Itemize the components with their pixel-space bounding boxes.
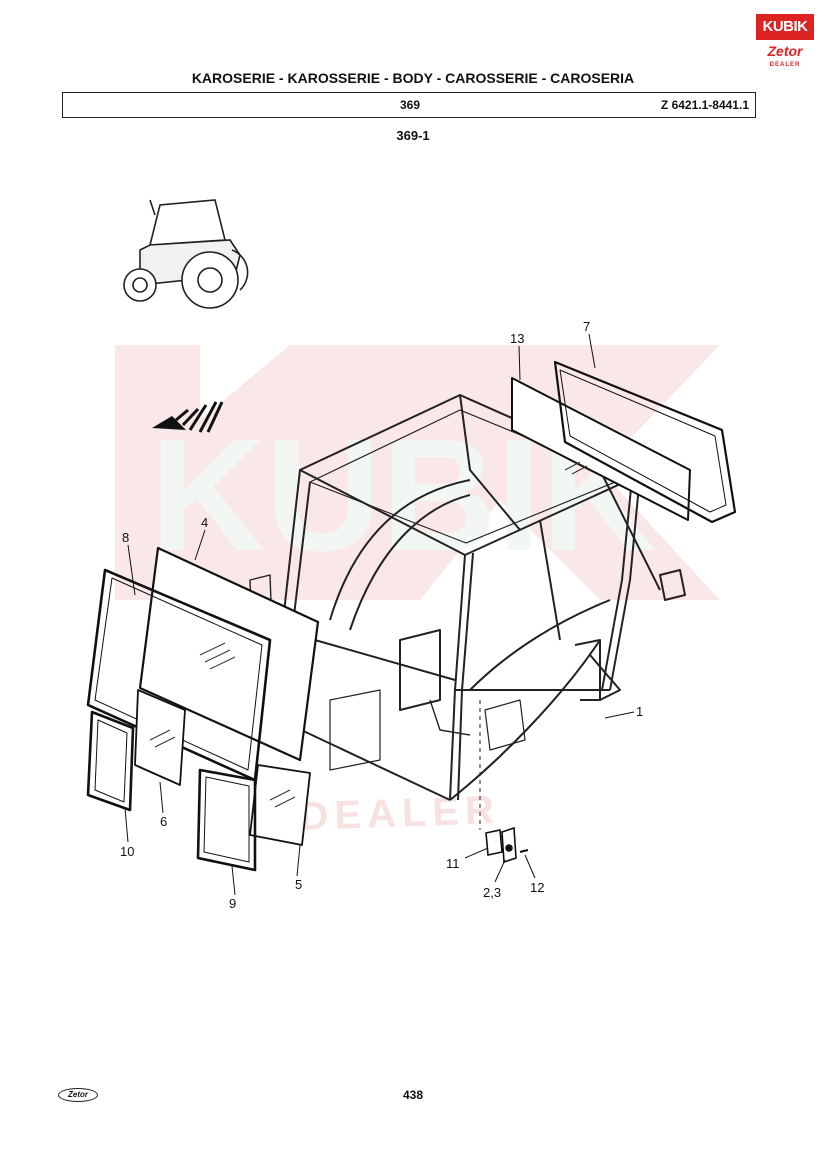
dealer-logo: KUBIK Zetor DEALER: [756, 14, 814, 68]
callout-9: 9: [229, 896, 236, 911]
part-11-hinge-plate: [485, 829, 503, 856]
part-9-door-seal: [196, 768, 257, 872]
hinge-hardware: [485, 826, 529, 864]
leader-lines: [124, 333, 635, 896]
dealer-logo-top: KUBIK: [756, 14, 814, 40]
footer-logo: Zetor: [58, 1088, 98, 1102]
watermark-caption: DEALER: [299, 788, 501, 839]
page-title: KAROSERIE - KAROSSERIE - BODY - CAROSSER…: [191, 70, 635, 86]
callout-4: 4: [201, 515, 208, 530]
callout-6: 6: [160, 814, 167, 829]
dealer-logo-sub: Zetor DEALER: [756, 40, 814, 68]
dealer-logo-sub-text: Zetor: [767, 43, 803, 59]
tractor-thumbnail: [123, 199, 249, 309]
part-12-screw: [519, 849, 529, 853]
part-10-lower-seal: [86, 710, 135, 812]
callout-10: 10: [120, 844, 134, 859]
part-4-front-windscreen: [138, 546, 320, 762]
callout-12: 12: [530, 880, 544, 895]
direction-arrow: [152, 401, 224, 433]
diagram-id: 369-1: [396, 128, 430, 143]
callout-1: 1: [636, 704, 643, 719]
model-range: Z 6421.1-8441.1: [660, 98, 749, 112]
callout-8: 8: [122, 530, 129, 545]
header-box: 369 Z 6421.1-8441.1: [62, 92, 756, 118]
callout-2-3: 2,3: [483, 885, 501, 900]
page-number: 438: [402, 1088, 424, 1102]
callout-7: 7: [583, 319, 590, 334]
callout-labels: 13 7 4 8 1 6 10 5 9 11 2,3 12: [120, 319, 643, 911]
part-7-rear-window-seal: [553, 360, 737, 524]
callout-11: 11: [446, 856, 460, 871]
glass-panels: [86, 360, 737, 872]
part-13-rear-window: [511, 377, 691, 521]
section-number: 369: [399, 98, 421, 112]
part-6-lower-glass: [134, 689, 186, 786]
dealer-logo-caption: DEALER: [769, 62, 801, 68]
callout-5: 5: [295, 877, 302, 892]
callout-13: 13: [510, 331, 524, 346]
